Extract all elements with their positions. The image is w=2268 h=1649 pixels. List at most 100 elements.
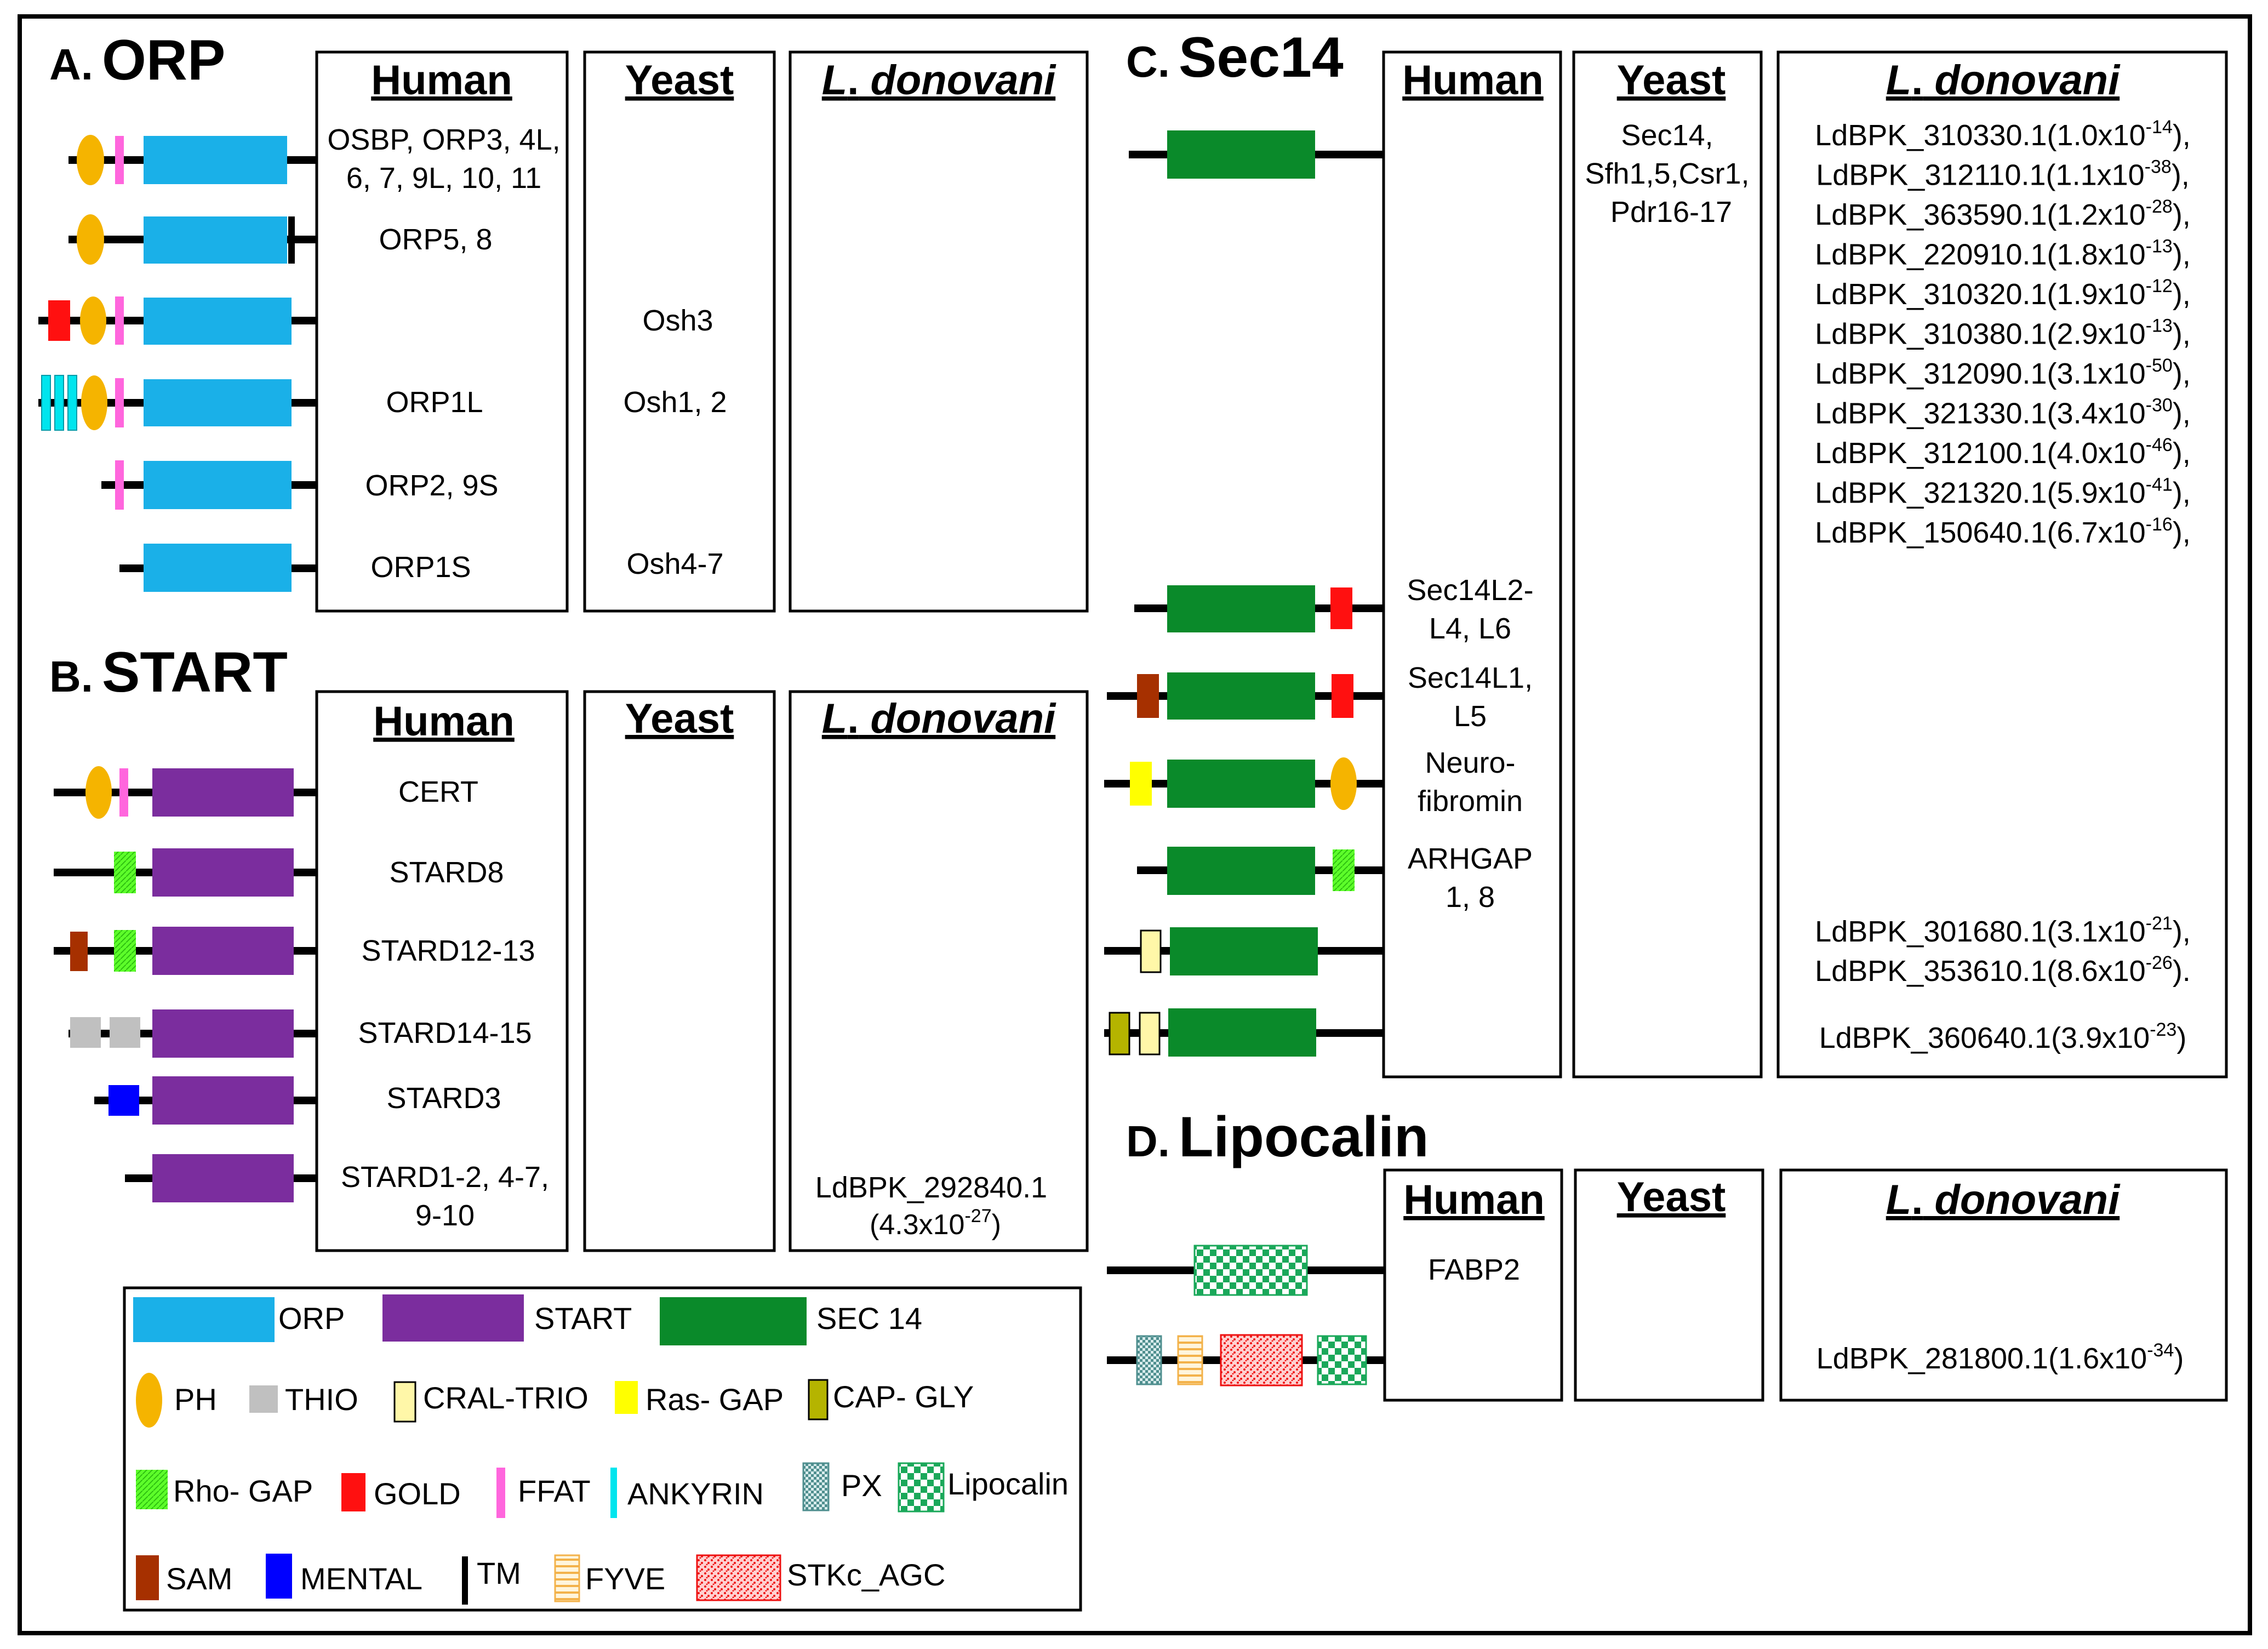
thio-domain — [110, 1017, 140, 1048]
lipocalin-architecture-1 — [1107, 1245, 1385, 1296]
sec14-architecture-1 — [1129, 130, 1384, 179]
legend-ankyrin-icon — [610, 1468, 617, 1518]
sec14-domain — [1167, 672, 1315, 720]
orp-domain — [144, 298, 292, 345]
tm-segment — [288, 216, 295, 264]
sam-domain — [1137, 674, 1159, 718]
legend-start-swatch — [382, 1294, 524, 1342]
legend-cap-gly-label: CAP- GLY — [833, 1379, 974, 1414]
sec14-human-row-2: Sec14L2-L4, L6 — [1407, 574, 1533, 645]
rho-gap-domain — [114, 930, 136, 972]
legend-px-icon — [802, 1462, 830, 1511]
ld-accession: LdBPK_312110.1(1.1x10-38), — [1816, 157, 2190, 192]
fyve-domain — [1177, 1335, 1203, 1385]
ld-accession: LdBPK_312090.1(3.1x10-50), — [1815, 355, 2191, 390]
sec14-domain — [1168, 1008, 1316, 1057]
orp-human-row-1: OSBP, ORP3, 4L,6, 7, 9L, 10, 11 — [327, 123, 560, 195]
legend-sam-icon — [136, 1555, 159, 1600]
start-human-row-4: STARD14-15 — [358, 1017, 532, 1049]
start-architecture-3 — [54, 927, 317, 975]
ld-accession: LdBPK_353610.1(8.6x10-26). — [1815, 952, 2191, 988]
orp-yeast-header: Yeast — [625, 57, 734, 104]
orp-ld-header: L. donovani — [822, 57, 1056, 104]
lipocalin-architecture-2 — [1107, 1334, 1385, 1386]
cap-gly-domain — [1109, 1012, 1130, 1055]
start-human-header: Human — [373, 698, 515, 745]
legend-ras-gap-icon — [615, 1381, 638, 1414]
start-domain — [152, 848, 294, 897]
start-yeast-box — [583, 690, 776, 1252]
legend-sam-label: SAM — [166, 1561, 232, 1596]
section-d-title: D.Lipocalin — [1126, 1105, 1429, 1169]
legend-orp-label: ORP — [278, 1301, 345, 1336]
ph-domain — [1330, 757, 1357, 810]
mental-domain — [108, 1085, 139, 1116]
orp-architecture-6 — [119, 544, 317, 592]
start-yeast-header: Yeast — [625, 695, 734, 742]
orp-human-row-5: ORP2, 9S — [365, 469, 498, 502]
orp-architecture-1 — [68, 135, 317, 185]
start-domain — [152, 1009, 294, 1058]
orp-human-row-4: ORP1L — [386, 386, 483, 419]
ld-accession: LdBPK_321320.1(5.9x10-41), — [1815, 475, 2191, 510]
lipocalin-yeast-header: Yeast — [1617, 1174, 1726, 1220]
legend-thio-icon — [249, 1385, 278, 1413]
legend-stkc-agc-icon — [696, 1554, 781, 1601]
legend-ffat-label: FFAT — [518, 1474, 591, 1508]
ld-accession: LdBPK_150640.1(6.7x10-16), — [1815, 514, 2191, 549]
start-ld-box — [789, 690, 1089, 1252]
ankyrin-repeat — [67, 375, 77, 431]
orp-architecture-5 — [101, 460, 317, 510]
legend-lipocalin-icon — [898, 1462, 945, 1513]
start-domain — [152, 1076, 294, 1125]
ld-accession: LdBPK_310320.1(1.9x10-12), — [1815, 276, 2191, 311]
ffat-motif — [115, 136, 124, 184]
ld-accession: LdBPK_220910.1(1.8x10-13), — [1815, 236, 2191, 271]
sec14-ld-header: L. donovani — [1886, 57, 2121, 104]
sec14-domain — [1167, 130, 1315, 179]
cral-trio-domain — [1140, 929, 1162, 973]
start-ld-header: L. donovani — [822, 695, 1056, 742]
ankyrin-repeat — [54, 375, 64, 431]
stkc-agc-domain — [1220, 1334, 1303, 1386]
rho-gap-domain — [114, 852, 136, 893]
section-b-title: B.START — [49, 641, 288, 704]
ph-domain — [81, 375, 107, 430]
legend-mental-label: MENTAL — [300, 1561, 422, 1596]
legend-sec14-swatch — [660, 1297, 807, 1345]
ffat-motif — [115, 460, 124, 510]
ld-accession: LdBPK_312100.1(4.0x10-46), — [1815, 435, 2191, 470]
legend-ph-label: PH — [174, 1382, 217, 1417]
lipocalin-yeast-box — [1574, 1168, 1764, 1402]
legend-px-label: PX — [841, 1468, 882, 1503]
sec14-domain — [1167, 847, 1315, 895]
orp-yeast-row-4: Osh1, 2 — [623, 386, 727, 419]
legend-start-label: START — [534, 1301, 632, 1336]
sec14-architecture-5 — [1137, 847, 1384, 895]
orp-domain — [144, 544, 292, 592]
legend-gold-label: GOLD — [374, 1476, 461, 1511]
sec14-architecture-7 — [1104, 1008, 1384, 1057]
legend-mental-icon — [266, 1554, 292, 1599]
orp-architecture-4 — [38, 375, 317, 431]
sec14-architecture-4 — [1104, 757, 1384, 810]
legend-ffat-icon — [496, 1468, 505, 1518]
sec14-yeast-header: Yeast — [1617, 57, 1726, 104]
sec14-domain — [1167, 585, 1315, 632]
lipocalin-domain — [1193, 1245, 1308, 1296]
ld-accession: LdBPK_321330.1(3.4x10-30), — [1815, 395, 2191, 430]
ld-accession: LdBPK_360640.1(3.9x10-23) — [1819, 1019, 2187, 1054]
legend-gold-icon — [341, 1473, 365, 1511]
lipocalin-ld-header: L. donovani — [1886, 1177, 2121, 1223]
legend-tm-label: TM — [477, 1556, 521, 1590]
legend-orp-swatch — [133, 1297, 275, 1342]
legend-tm-icon — [462, 1556, 468, 1605]
px-domain — [1136, 1335, 1162, 1385]
legend: ORP START SEC 14 PH THIO CRAL-TRIO Ras- … — [133, 1294, 1069, 1605]
legend-cral-trio-icon — [393, 1381, 416, 1423]
legend-rho-gap-label: Rho- GAP — [173, 1474, 313, 1508]
ankyrin-repeat — [41, 375, 51, 431]
start-architecture-5 — [94, 1076, 317, 1125]
